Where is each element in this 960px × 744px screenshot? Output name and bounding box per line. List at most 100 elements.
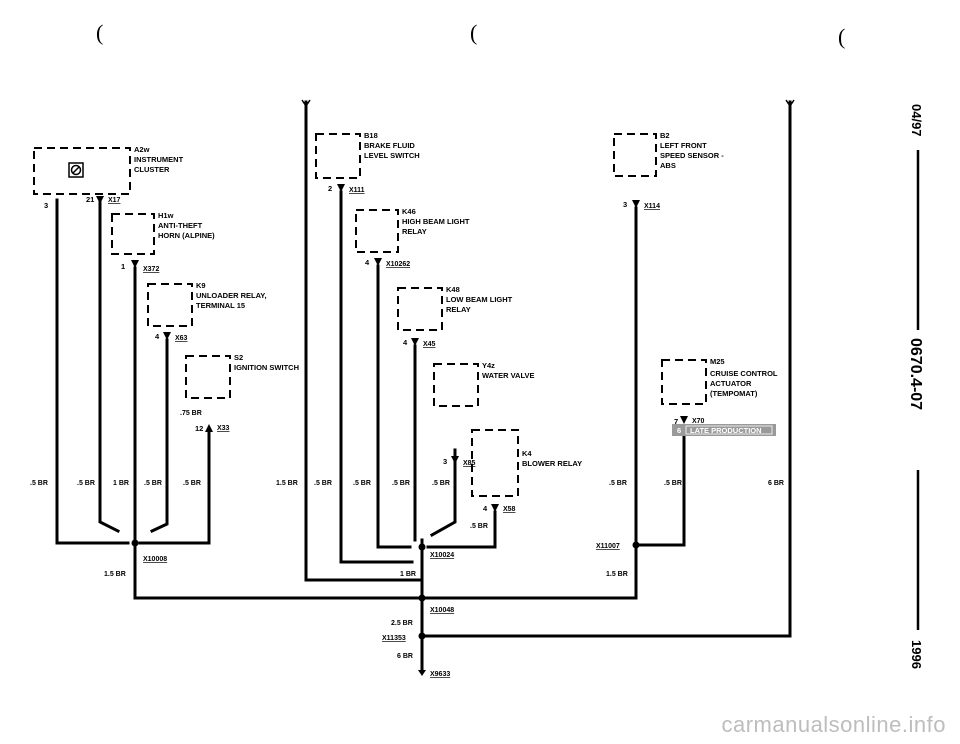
late-production-badge: 6 LATE PRODUCTION xyxy=(672,424,776,436)
box-s2 xyxy=(185,355,231,399)
margin-mark-right: ( xyxy=(838,24,845,49)
connector-label: X10048 xyxy=(430,607,454,614)
splice-points xyxy=(131,539,640,640)
side-date: 04/97 xyxy=(909,104,924,137)
connector-label: X11007 xyxy=(596,543,620,550)
wire-size: .5 BR xyxy=(609,480,627,487)
component-desc: RELAY xyxy=(402,227,427,236)
ground-icon xyxy=(418,670,426,676)
component-a2w: A2w INSTRUMENT CLUSTER xyxy=(134,145,184,174)
instrument-cluster-icon xyxy=(68,162,84,178)
wire-size: .5 BR xyxy=(432,480,450,487)
component-id: B2 xyxy=(660,131,670,140)
wire-size: 1 BR xyxy=(400,571,416,578)
connector-label: X9633 xyxy=(430,671,450,678)
wire-size: .5 BR xyxy=(470,523,488,530)
margin-mark-center: ( xyxy=(470,20,477,45)
connector-label: X17 xyxy=(108,197,121,204)
wire-size: 6 BR xyxy=(397,653,413,660)
pin-number: 2 xyxy=(328,184,332,193)
component-id: K46 xyxy=(402,207,416,216)
box-b18 xyxy=(315,133,361,179)
box-b2 xyxy=(613,133,657,177)
component-id: Y4z xyxy=(482,361,495,370)
component-id: B18 xyxy=(364,131,378,140)
ground-wires xyxy=(55,100,792,672)
component-desc: BLOWER RELAY xyxy=(522,459,582,468)
connector-label: X85 xyxy=(463,460,476,467)
component-desc: BRAKE FLUID xyxy=(364,141,415,150)
component-id: H1w xyxy=(158,211,174,220)
component-desc: LEVEL SWITCH xyxy=(364,151,420,160)
box-h1w xyxy=(111,213,155,255)
component-k9: K9 UNLOADER RELAY, TERMINAL 15 xyxy=(196,281,267,310)
wire-size: .75 BR xyxy=(180,410,202,417)
connector-labels: X17 X372 X63 X33 X111 X10262 X45 X85 X58… xyxy=(108,187,705,678)
component-b2: B2 LEFT FRONT SPEED SENSOR - ABS xyxy=(660,131,724,170)
component-id: K9 xyxy=(196,281,206,290)
pin-number: 3 xyxy=(443,457,447,466)
box-k48 xyxy=(397,287,443,331)
component-b18: B18 BRAKE FLUID LEVEL SWITCH xyxy=(364,131,420,160)
connector-label: X33 xyxy=(217,425,230,432)
component-desc: CLUSTER xyxy=(134,165,170,174)
pin-number: 4 xyxy=(365,258,370,267)
component-desc: HORN (ALPINE) xyxy=(158,231,215,240)
wire-size: .5 BR xyxy=(664,480,682,487)
connector-label: X11353 xyxy=(382,635,406,642)
pin-number: 4 xyxy=(403,338,408,347)
pin-number: 12 xyxy=(195,424,203,433)
component-m25: M25 CRUISE CONTROL ACTUATOR (TEMPOMAT) xyxy=(710,357,778,398)
connector-label: X10262 xyxy=(386,261,410,268)
pin-number: 3 xyxy=(44,201,48,210)
wire-size: 1.5 BR xyxy=(606,571,628,578)
wire-size: .5 BR xyxy=(30,480,48,487)
connector-label: X10008 xyxy=(143,556,167,563)
component-desc: WATER VALVE xyxy=(482,371,535,380)
connector-label: X63 xyxy=(175,335,188,342)
component-id: A2w xyxy=(134,145,150,154)
side-doc-number: 0670.4-07 xyxy=(907,338,924,410)
wire-size: 1 BR xyxy=(113,480,129,487)
component-desc: CRUISE CONTROL xyxy=(710,369,778,378)
connector-label: X10024 xyxy=(430,552,454,559)
late-production-label: LATE PRODUCTION xyxy=(690,426,762,435)
connector-label: X111 xyxy=(349,187,365,194)
component-desc: SPEED SENSOR - xyxy=(660,151,724,160)
component-s2: S2 IGNITION SWITCH xyxy=(234,353,299,372)
wire-continue-mark-right xyxy=(785,99,795,108)
component-desc: ABS xyxy=(660,161,676,170)
wire-size: 2.5 BR xyxy=(391,620,413,627)
component-k4: K4 BLOWER RELAY xyxy=(522,449,582,468)
component-desc: UNLOADER RELAY, xyxy=(196,291,267,300)
wire-size: .5 BR xyxy=(314,480,332,487)
connector-label: X45 xyxy=(423,341,436,348)
wire-size: .5 BR xyxy=(183,480,201,487)
component-desc: (TEMPOMAT) xyxy=(710,389,758,398)
component-k48: K48 LOW BEAM LIGHT RELAY xyxy=(446,285,513,314)
box-k9 xyxy=(147,283,193,327)
component-desc: RELAY xyxy=(446,305,471,314)
box-k46 xyxy=(355,209,399,253)
component-h1w: H1w ANTI-THEFT HORN (ALPINE) xyxy=(158,211,215,240)
side-margin: 04/97 0670.4-07 1996 xyxy=(907,104,924,669)
wire-size: .5 BR xyxy=(77,480,95,487)
late-production-pin: 6 xyxy=(677,426,681,435)
box-k4 xyxy=(471,429,519,497)
pin-number: 4 xyxy=(155,332,160,341)
pin-number: 1 xyxy=(121,262,125,271)
pin-number: 7 xyxy=(674,417,678,426)
component-desc: LEFT FRONT xyxy=(660,141,707,150)
component-desc: TERMINAL 15 xyxy=(196,301,245,310)
connector-label: X70 xyxy=(692,418,705,425)
margin-mark-left: ( xyxy=(96,20,103,45)
wire-size: .5 BR xyxy=(144,480,162,487)
connector-label: X114 xyxy=(644,203,660,210)
component-k46: K46 HIGH BEAM LIGHT RELAY xyxy=(402,207,470,236)
watermark: carmanualsonline.info xyxy=(721,712,946,737)
component-desc: LOW BEAM LIGHT xyxy=(446,295,513,304)
box-m25 xyxy=(661,359,707,405)
component-desc: IGNITION SWITCH xyxy=(234,363,299,372)
pin-number: 21 xyxy=(86,195,94,204)
